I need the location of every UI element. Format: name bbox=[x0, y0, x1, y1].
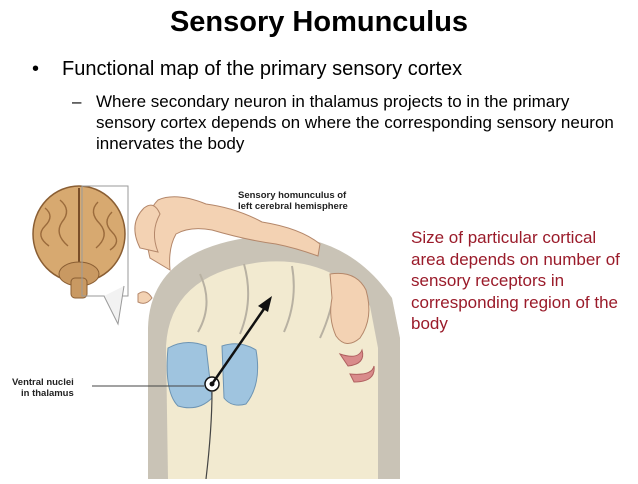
projection-arrow bbox=[205, 296, 272, 480]
selection-box bbox=[81, 185, 129, 326]
homunculus-illustration bbox=[32, 185, 400, 480]
receptor-density-note: Size of particular cortical area depends… bbox=[411, 228, 620, 333]
thalamus bbox=[166, 342, 259, 409]
ventral-caption-line: Ventral nuclei bbox=[12, 377, 74, 388]
sub-bullet-marker: – bbox=[72, 92, 82, 111]
homunculus-figure: Sensory homunculus of left cerebral hemi… bbox=[0, 178, 400, 480]
homunculus-caption-line: left cerebral hemisphere bbox=[238, 201, 348, 212]
bullet-text: Functional map of the primary sensory co… bbox=[62, 58, 463, 80]
brain-thumbnail bbox=[32, 185, 126, 299]
homunculus-caption-line: Sensory homunculus of bbox=[238, 190, 347, 201]
ventral-nuclei-caption: Ventral nuclei in thalamus bbox=[12, 377, 74, 399]
homunculus-body bbox=[134, 196, 375, 383]
ventral-caption-line: in thalamus bbox=[20, 388, 74, 399]
bullet-marker: • bbox=[32, 58, 40, 80]
slide-title: Sensory Homunculus bbox=[169, 6, 469, 38]
homunculus-caption: Sensory homunculus of left cerebral hemi… bbox=[238, 190, 348, 212]
sub-bullet-text: Where secondary neuron in thalamus proje… bbox=[96, 92, 614, 153]
